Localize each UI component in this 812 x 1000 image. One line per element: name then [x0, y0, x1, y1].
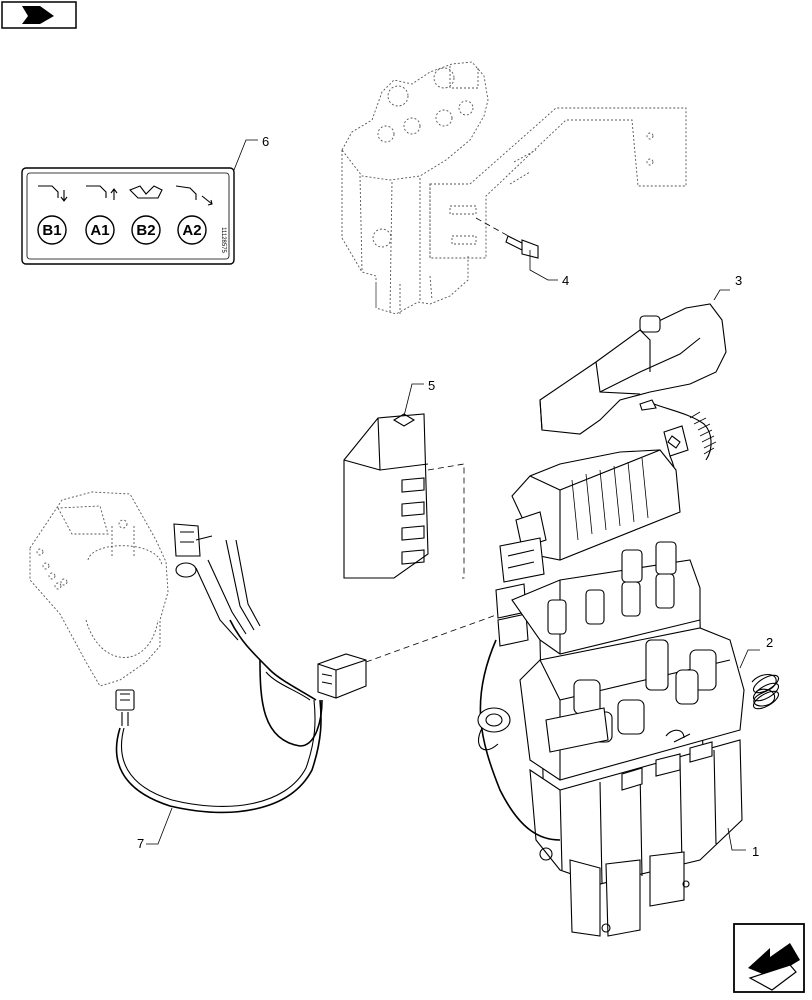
connector-cover: [343, 383, 465, 579]
callout-2: 2: [766, 635, 773, 650]
callout-6: 6: [262, 134, 269, 149]
control-valve: [477, 449, 780, 937]
joystick-base: [29, 491, 169, 687]
callout-4: 4: [562, 273, 569, 288]
badge-a1: A1: [85, 215, 115, 245]
badge-b1: B1: [37, 215, 67, 245]
decal-part-code: 11128575: [220, 227, 226, 253]
badge-b1-label: B1: [42, 222, 61, 239]
valve-bracket-assembly: [341, 61, 687, 315]
badge-b2-label: B2: [136, 222, 155, 239]
badge-a2-label: A2: [182, 222, 201, 239]
badge-a1-label: A1: [90, 222, 109, 239]
bolt: [475, 217, 558, 281]
badge-b2: B2: [131, 215, 161, 245]
callout-7: 7: [137, 836, 144, 851]
callout-3: 3: [735, 273, 742, 288]
wiring-harness: [115, 523, 511, 845]
control-decal: B1 A1 B2 A2 11128575: [21, 167, 235, 265]
callout-5: 5: [428, 378, 435, 393]
next-page-icon[interactable]: [733, 923, 805, 993]
callout-1: 1: [752, 844, 759, 859]
exploded-view-icon[interactable]: [1, 1, 77, 29]
badge-a2: A2: [177, 215, 207, 245]
